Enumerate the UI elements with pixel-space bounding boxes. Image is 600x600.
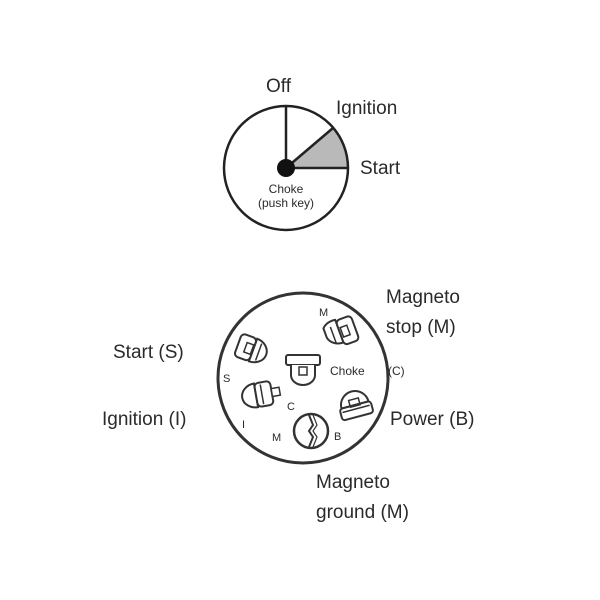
terminal-code-c: C — [287, 401, 295, 413]
ignition-line — [285, 127, 334, 169]
start-s-label: Start (S) — [113, 342, 184, 363]
terminal-code-s: S — [223, 373, 230, 385]
magneto-ground-terminal — [292, 412, 330, 450]
choke-terminal — [285, 354, 321, 386]
off-label: Off — [266, 76, 292, 97]
choke-label: Choke — [269, 182, 304, 196]
magneto-stop-label-2: stop (M) — [386, 317, 456, 338]
terminal-code-m-bottom: M — [272, 432, 281, 444]
ignition-terminal — [241, 380, 282, 409]
start-zone-shade — [286, 128, 348, 168]
power-b-label: Power (B) — [390, 409, 474, 430]
power-terminal — [339, 390, 374, 422]
choke-code-label: (C) — [388, 364, 405, 378]
magneto-ground-label-2: ground (M) — [316, 502, 409, 523]
terminal-code-b: B — [334, 431, 341, 443]
terminal-code-m-top: M — [319, 307, 328, 319]
switch-body-circle — [216, 291, 390, 465]
push-key-label: (push key) — [258, 196, 314, 210]
choke-inner-label: Choke — [330, 364, 365, 378]
magneto-stop-label-1: Magneto — [386, 287, 460, 308]
terminal-layout: M S C I M — [102, 287, 474, 523]
ignition-i-label: Ignition (I) — [102, 409, 186, 430]
key-position-dial: Off Ignition Start Choke (push key) — [222, 76, 401, 232]
magneto-stop-terminal — [322, 315, 360, 346]
ignition-label: Ignition — [336, 98, 397, 119]
start-label: Start — [360, 158, 401, 179]
start-terminal — [233, 333, 268, 364]
key-pivot-dot — [277, 159, 295, 177]
terminal-code-i: I — [242, 419, 245, 431]
magneto-ground-label-1: Magneto — [316, 472, 390, 493]
